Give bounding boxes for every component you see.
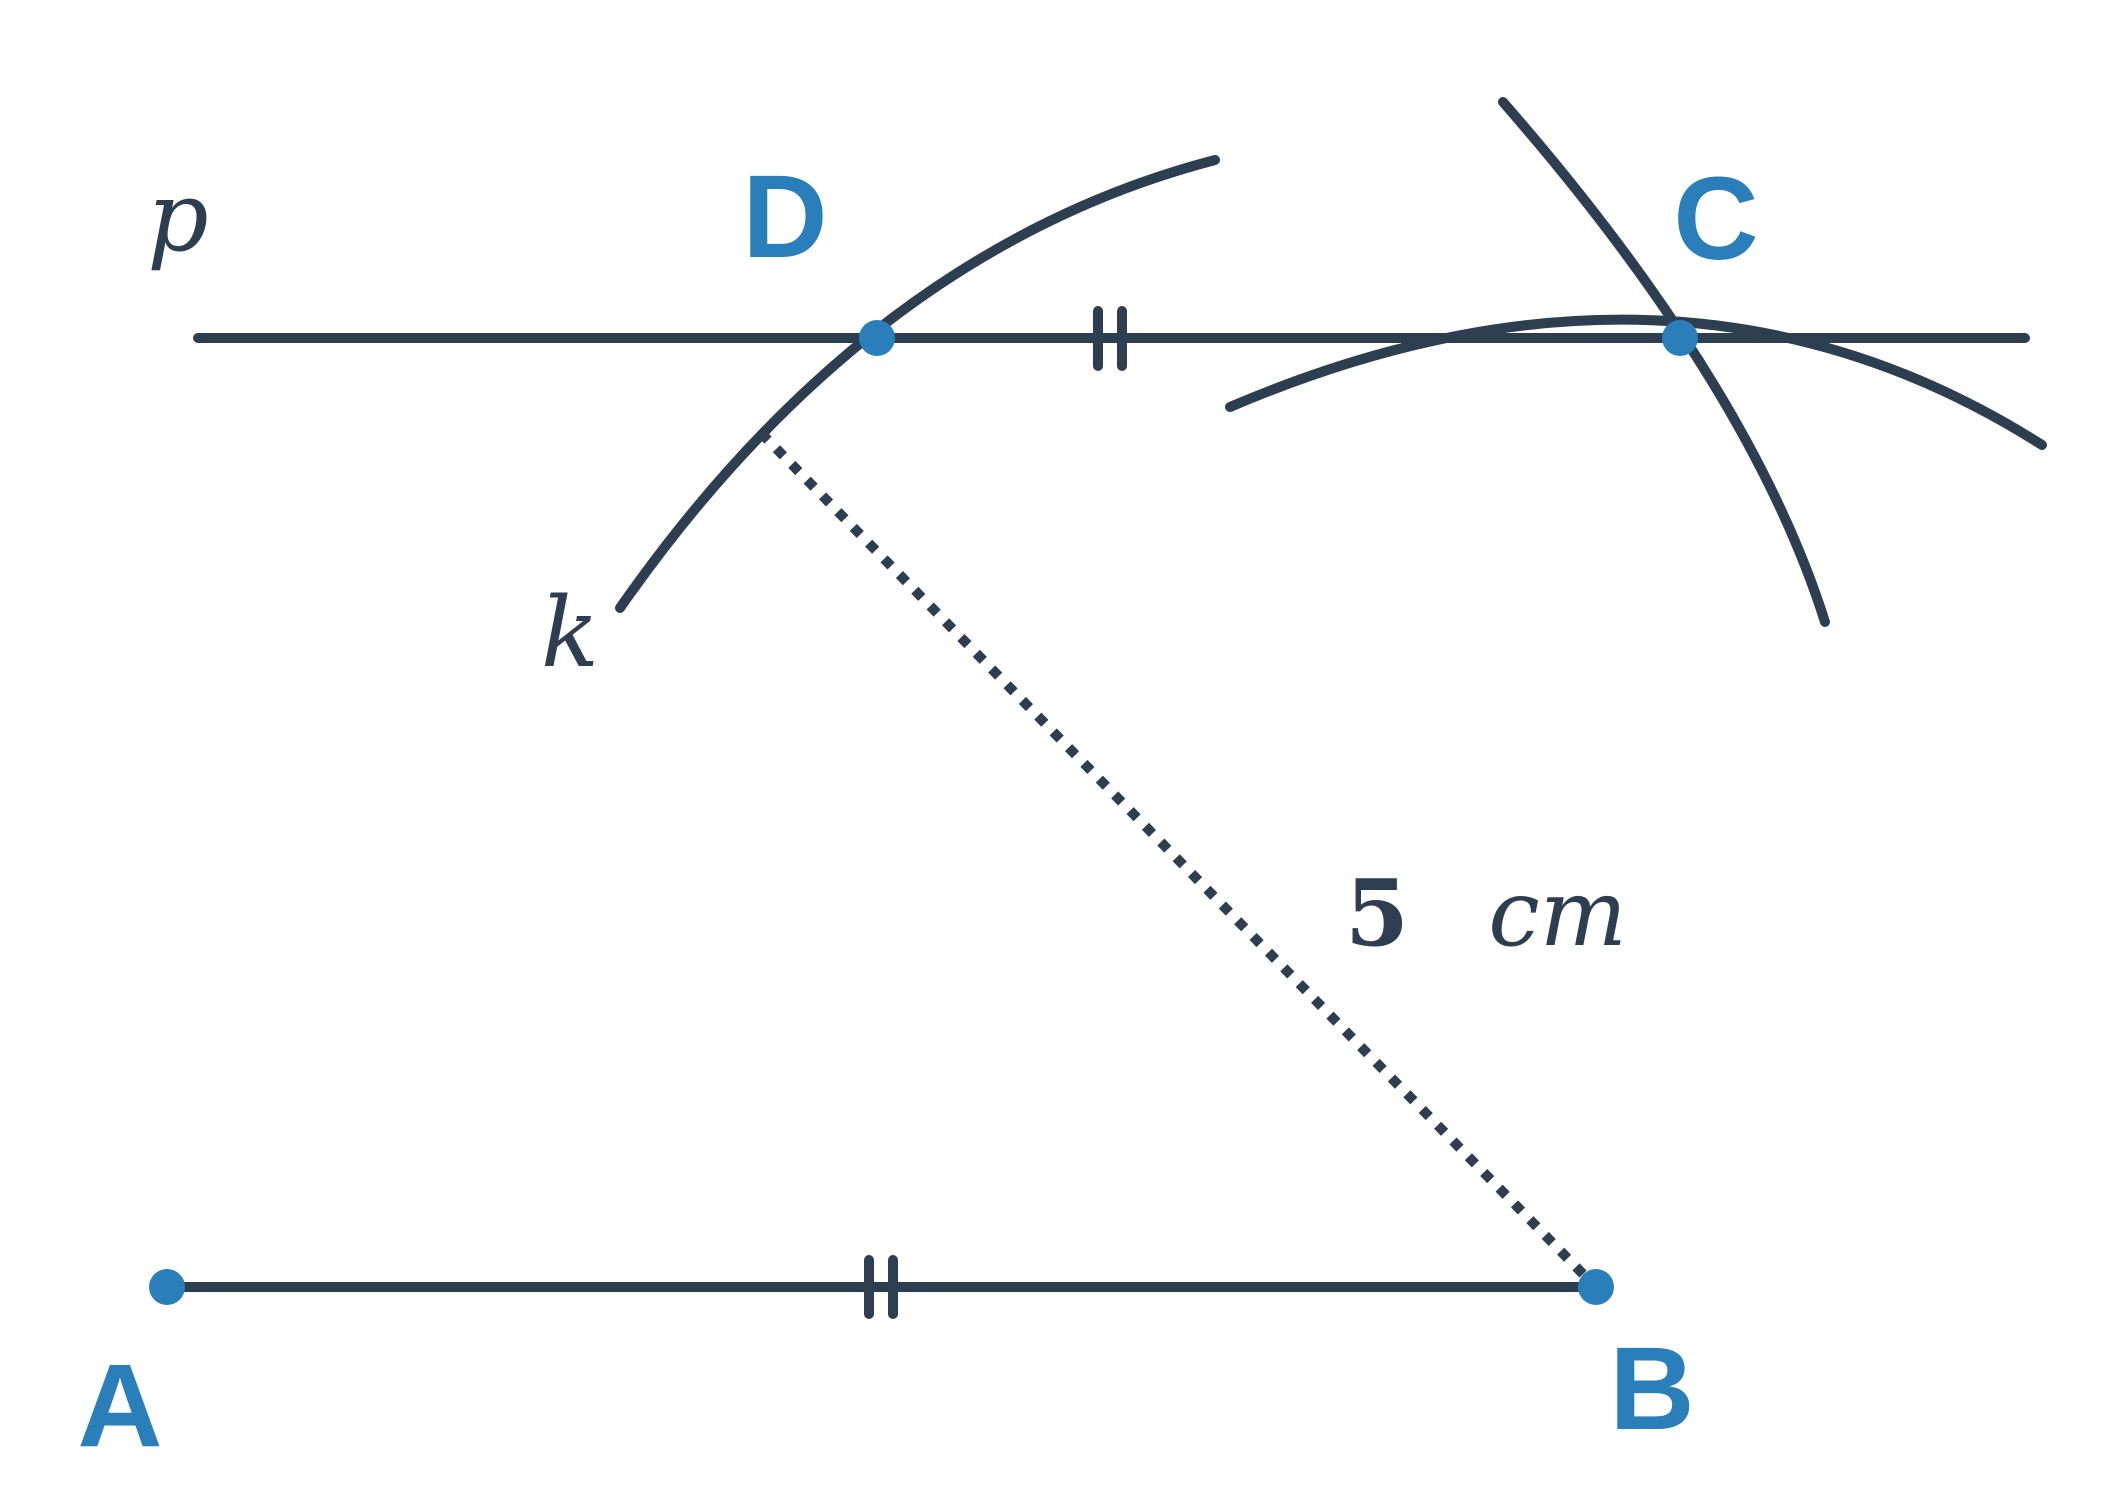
point-b-dot — [1578, 1269, 1614, 1305]
arc-k — [615, 155, 1220, 613]
radius-bd-dotted — [761, 433, 1587, 1278]
point-d-dot — [859, 320, 895, 356]
arc-from-b — [1498, 97, 1830, 627]
arc-from-d — [1225, 314, 2047, 450]
measure-value: 5 — [1345, 859, 1409, 967]
label-line-p: p — [147, 161, 208, 273]
label-point-b: B — [1609, 1323, 1694, 1455]
measure-unit: cm — [1488, 860, 1627, 967]
label-measure: 5 cm — [1345, 859, 1627, 967]
point-c-dot — [1662, 320, 1698, 356]
point-a-dot — [149, 1269, 185, 1305]
label-point-d: D — [742, 151, 827, 283]
label-arc-k: k — [541, 577, 599, 689]
label-point-a: A — [77, 1340, 162, 1472]
label-point-c: C — [1673, 153, 1758, 285]
